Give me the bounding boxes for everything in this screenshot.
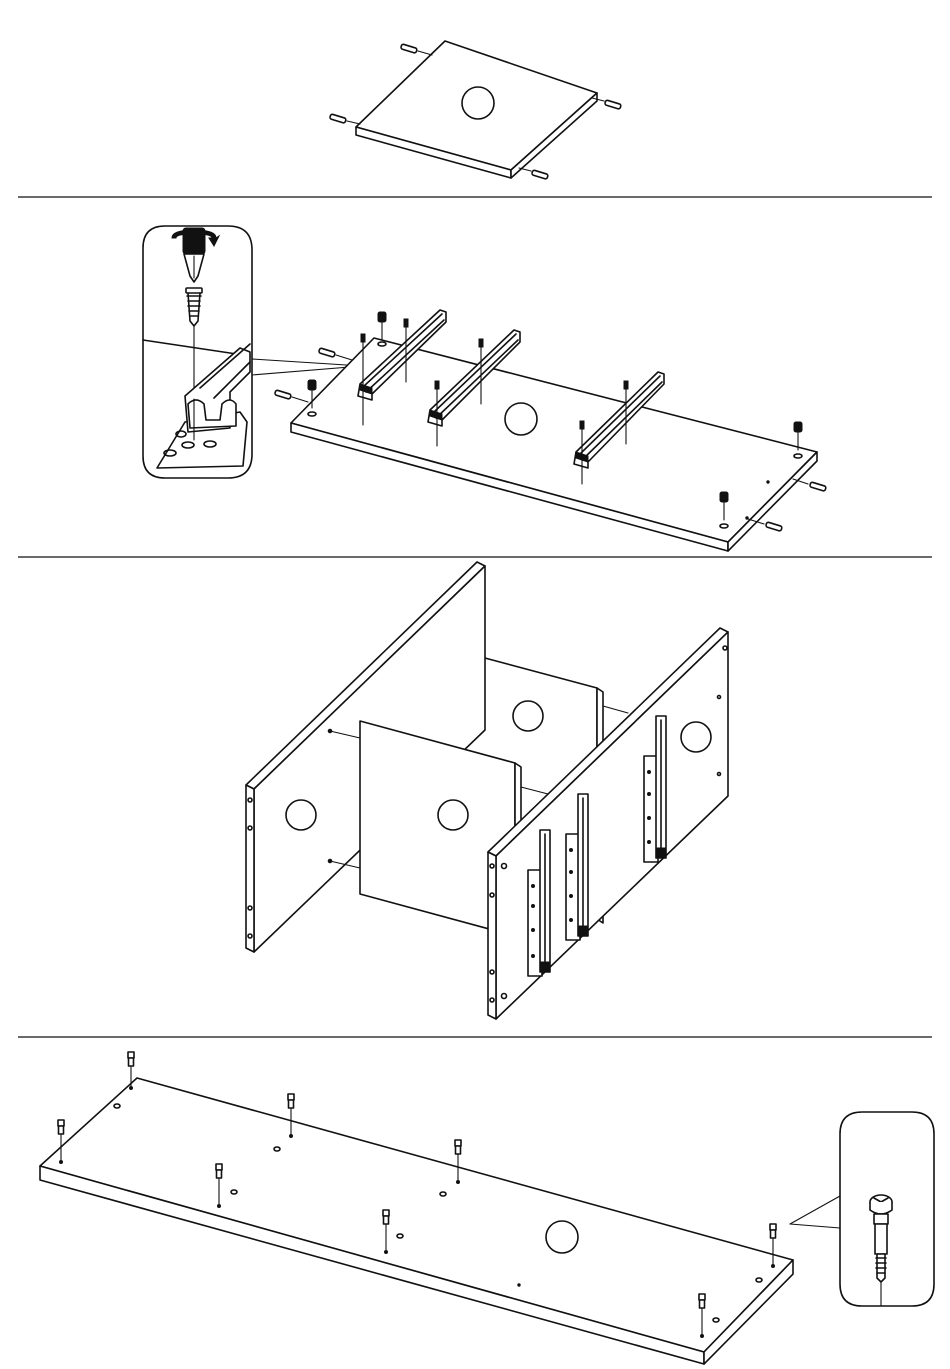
panel-top-face	[356, 41, 597, 170]
top-panel-top-face	[40, 1078, 793, 1352]
screw-icon	[186, 288, 202, 326]
step-3-carcass	[246, 562, 728, 1019]
step-2-bottom-panel	[143, 226, 826, 551]
step-4-top-panel	[40, 1052, 934, 1364]
cam-bolt-icon	[870, 1195, 892, 1282]
screwdriver-icon	[183, 228, 205, 282]
cam-bolt-detail-callout	[790, 1112, 934, 1306]
bottom-panel-top-face	[291, 338, 817, 542]
step-1-square-panel	[330, 41, 622, 179]
